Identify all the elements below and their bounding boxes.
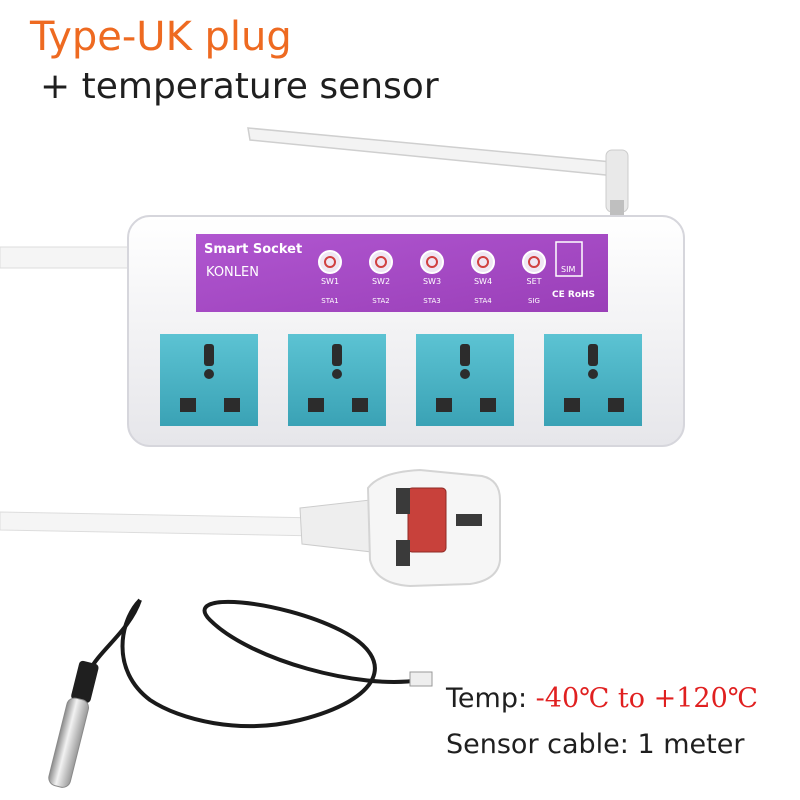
power-cord — [0, 246, 141, 269]
control-button-label: SW3 — [423, 277, 441, 286]
temperature-sensor — [48, 598, 433, 788]
cable-spec: Sensor cable: 1 meter — [446, 729, 745, 760]
spec-block: Temp: -40℃ to +120℃ Sensor cable: 1 mete… — [446, 676, 758, 768]
panel-title: Smart Socket — [204, 242, 302, 257]
control-button-label: SW1 — [321, 277, 339, 286]
control-button-label: SW2 — [372, 277, 390, 286]
product-subtitle: + temperature sensor — [40, 66, 439, 107]
temp-spec: Temp: -40℃ to +120℃ — [446, 676, 758, 722]
control-button-set[interactable]: SET SIG — [522, 250, 546, 305]
outlet-1 — [160, 334, 258, 426]
status-label: STA3 — [423, 297, 440, 305]
sensor-sleeve — [71, 660, 99, 703]
power-icon — [528, 256, 540, 268]
cert-label: CE RoHS — [552, 290, 595, 300]
uk-plug — [366, 468, 501, 588]
outlet-4 — [544, 334, 642, 426]
status-label: STA4 — [474, 297, 492, 305]
outlet-2 — [288, 334, 386, 426]
brand-label: KONLEN — [206, 265, 259, 280]
cable-strain-relief — [299, 499, 373, 553]
control-panel — [196, 234, 608, 312]
power-icon — [375, 256, 387, 268]
plug-cable — [0, 511, 321, 537]
outlet-3 — [416, 334, 514, 426]
power-icon — [324, 256, 336, 268]
power-icon — [477, 256, 489, 268]
temp-range: -40℃ to +120℃ — [535, 683, 758, 714]
sim-label: SIM — [561, 265, 575, 274]
control-button-label: SW4 — [474, 277, 492, 286]
temp-label: Temp: — [446, 683, 528, 714]
product-title: Type-UK plug — [30, 14, 292, 60]
status-label: SIG — [528, 297, 540, 305]
power-icon — [426, 256, 438, 268]
sensor-probe — [48, 697, 90, 788]
control-button-label: SET — [526, 277, 541, 286]
sim-slot — [555, 241, 583, 277]
plug-fuse-cover — [407, 487, 447, 553]
status-label: STA2 — [372, 297, 389, 305]
antenna — [247, 127, 629, 216]
status-label: STA1 — [321, 297, 338, 305]
